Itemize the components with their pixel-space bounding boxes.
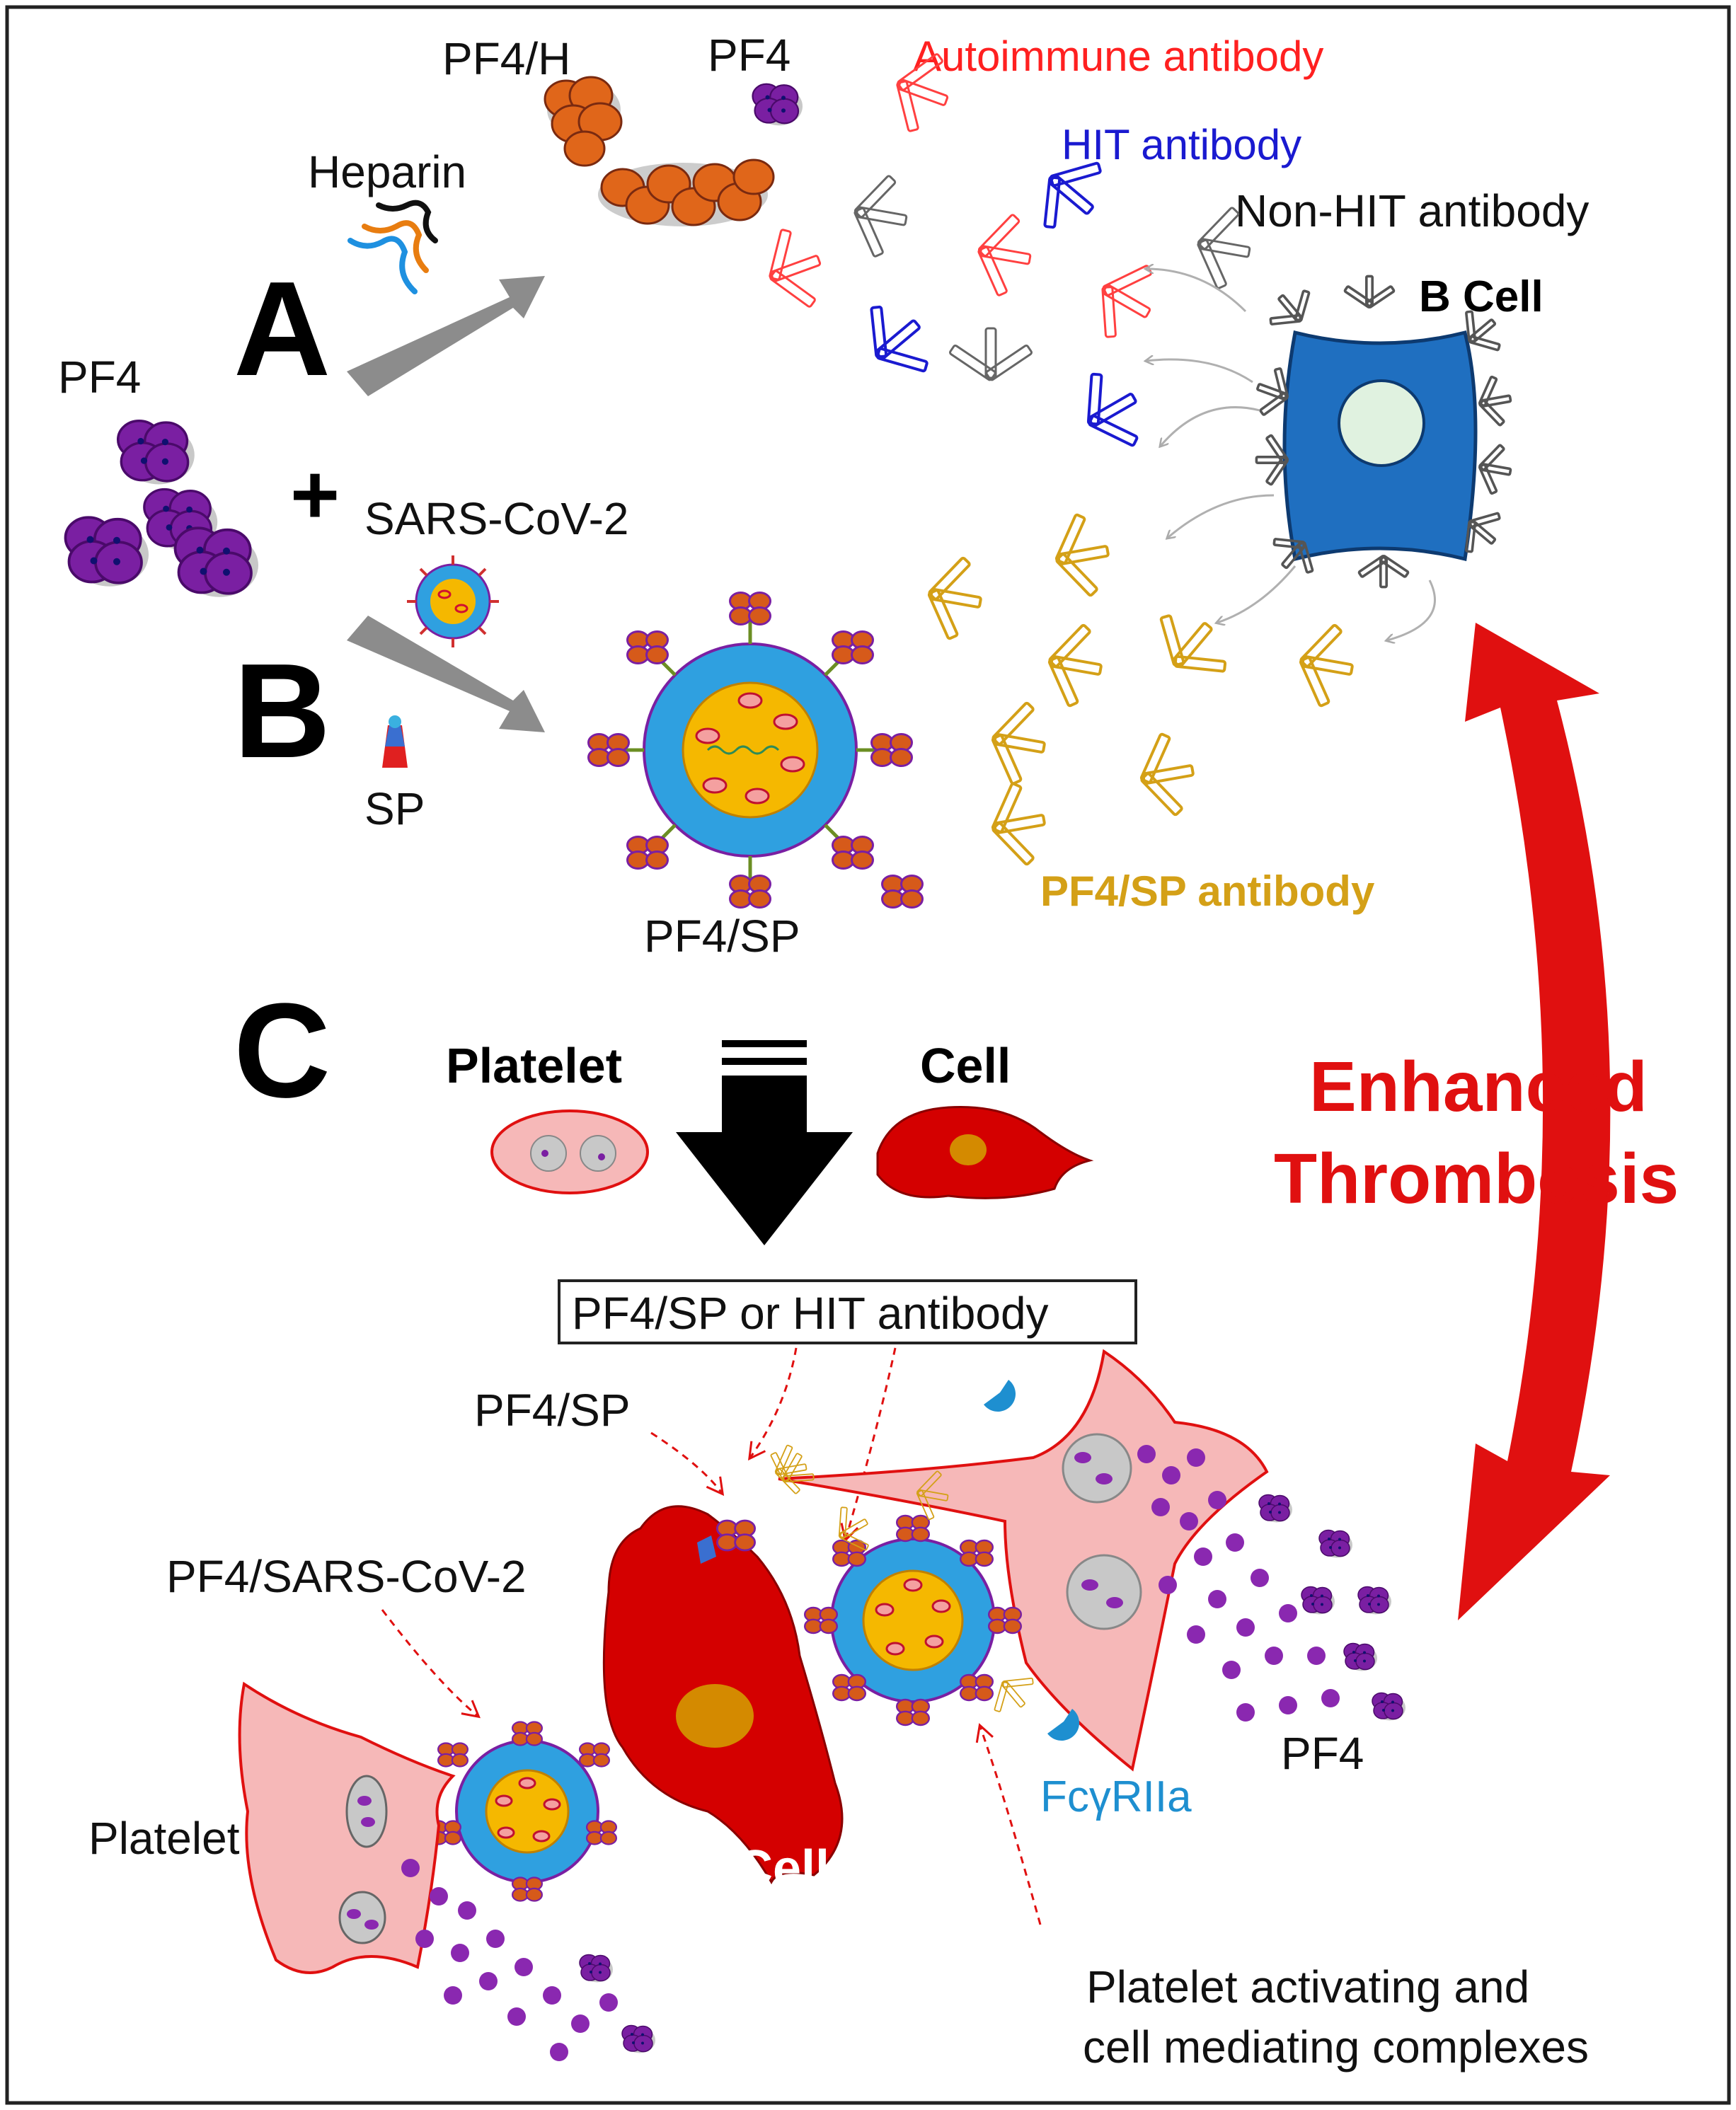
panel-b-arrow (347, 616, 545, 732)
pf4-right-label: PF4 (1281, 1728, 1364, 1779)
sp-on-cell (697, 1441, 822, 1564)
figure-border (5, 5, 1731, 2105)
antibody-icon (754, 219, 834, 318)
hit-antibody-label: HIT antibody (1062, 121, 1301, 168)
activating-line-2: cell mediating complexes (1083, 2022, 1589, 2072)
sp-label: SP (364, 783, 425, 834)
cell-bottom-label: Cell (736, 1840, 829, 1897)
pf4-small-cluster (752, 83, 804, 127)
antibody-icon (846, 169, 914, 263)
pf4-sp-free-complex (881, 875, 924, 909)
pf4-heparin-complex (544, 76, 623, 167)
fcgr-receptor-icon (984, 1380, 1079, 1741)
antibody-icon (1047, 508, 1117, 603)
panel-b-label: B (234, 636, 330, 786)
cell-c-label: Cell (920, 1038, 1011, 1093)
sars-label: SARS-CoV-2 (364, 493, 628, 544)
pf4-sars-virion-complex (430, 1721, 618, 1902)
antibody-icon (948, 327, 1034, 382)
antibody-icon (1081, 250, 1170, 351)
sars-cov-2-virion-icon (407, 555, 499, 647)
heparin-strands-icon (347, 200, 438, 294)
black-down-arrow (676, 1040, 853, 1245)
pf4-hit-virion-complex (770, 1441, 1043, 1726)
pf4-sp-antibodies (919, 508, 1361, 872)
antibody-icon (1132, 727, 1202, 822)
panel-c-label: C (234, 976, 330, 1126)
platelet-icon (490, 1109, 649, 1194)
pf4-sp-complex-label: PF4/SP (644, 911, 800, 962)
b-cell-label: B Cell (1419, 272, 1544, 321)
hit-antibodies (849, 143, 1156, 461)
panel-a-label: A (234, 254, 330, 404)
pf4-sars-label: PF4/SARS-CoV-2 (166, 1551, 527, 1602)
heparin-label: Heparin (308, 146, 466, 197)
antibody-icon (1291, 618, 1361, 713)
antibody-icon (1040, 618, 1110, 713)
b-cell-icon (1248, 275, 1516, 589)
pf4-left-label: PF4 (58, 352, 141, 403)
secretion-arrows (1146, 269, 1436, 640)
panel-a-arrow (347, 276, 545, 396)
platelet-c-label: Platelet (446, 1038, 622, 1093)
antibody-icon (849, 290, 945, 391)
non-hit-antibody-label: Non-HIT antibody (1235, 185, 1589, 236)
antibody-box-text: PF4/SP or HIT antibody (572, 1288, 1049, 1339)
pf4-h-label: PF4/H (442, 33, 570, 84)
pf4-tetramer-cluster (64, 420, 260, 599)
pf4-sp-lower-label: PF4/SP (474, 1385, 631, 1436)
cell-icon (876, 1105, 1094, 1199)
antibody-icon (1066, 360, 1156, 461)
platelet-bottom-label: Platelet (88, 1813, 240, 1864)
autoimmune-antibody-label: Autoimmune antibody (913, 33, 1323, 80)
plus-sign: + (290, 447, 340, 542)
activated-platelet-left (238, 1681, 456, 1974)
pointer-arrows (381, 1347, 1042, 1925)
antibody-box (558, 1279, 1137, 1344)
spike-protein-icon (382, 715, 408, 768)
activating-line-1: Platelet activating and (1086, 1961, 1529, 2012)
antibody-icon (919, 550, 989, 645)
double-headed-arrow-icon (1458, 623, 1611, 1620)
pf4-top-label: PF4 (708, 30, 791, 81)
autoimmune-antibodies (754, 42, 1170, 351)
antibody-icon (983, 777, 1053, 872)
enhanced-label: Enhanced (1309, 1047, 1648, 1126)
pf4-heparin-chain (598, 158, 775, 226)
pf4-released-left (401, 1859, 656, 2061)
fcgr-label: FcγRIIa (1040, 1772, 1192, 1821)
antibody-icon (970, 208, 1038, 301)
antibody-icon (983, 696, 1053, 790)
target-cell (602, 1505, 844, 1885)
thrombosis-label: Thrombosis (1274, 1139, 1679, 1218)
pf4-sp-antibody-label: PF4/SP antibody (1040, 867, 1375, 915)
non-hit-antibodies (846, 169, 1258, 382)
pf4-sp-virion (587, 592, 913, 909)
antibody-icon (1141, 597, 1242, 694)
